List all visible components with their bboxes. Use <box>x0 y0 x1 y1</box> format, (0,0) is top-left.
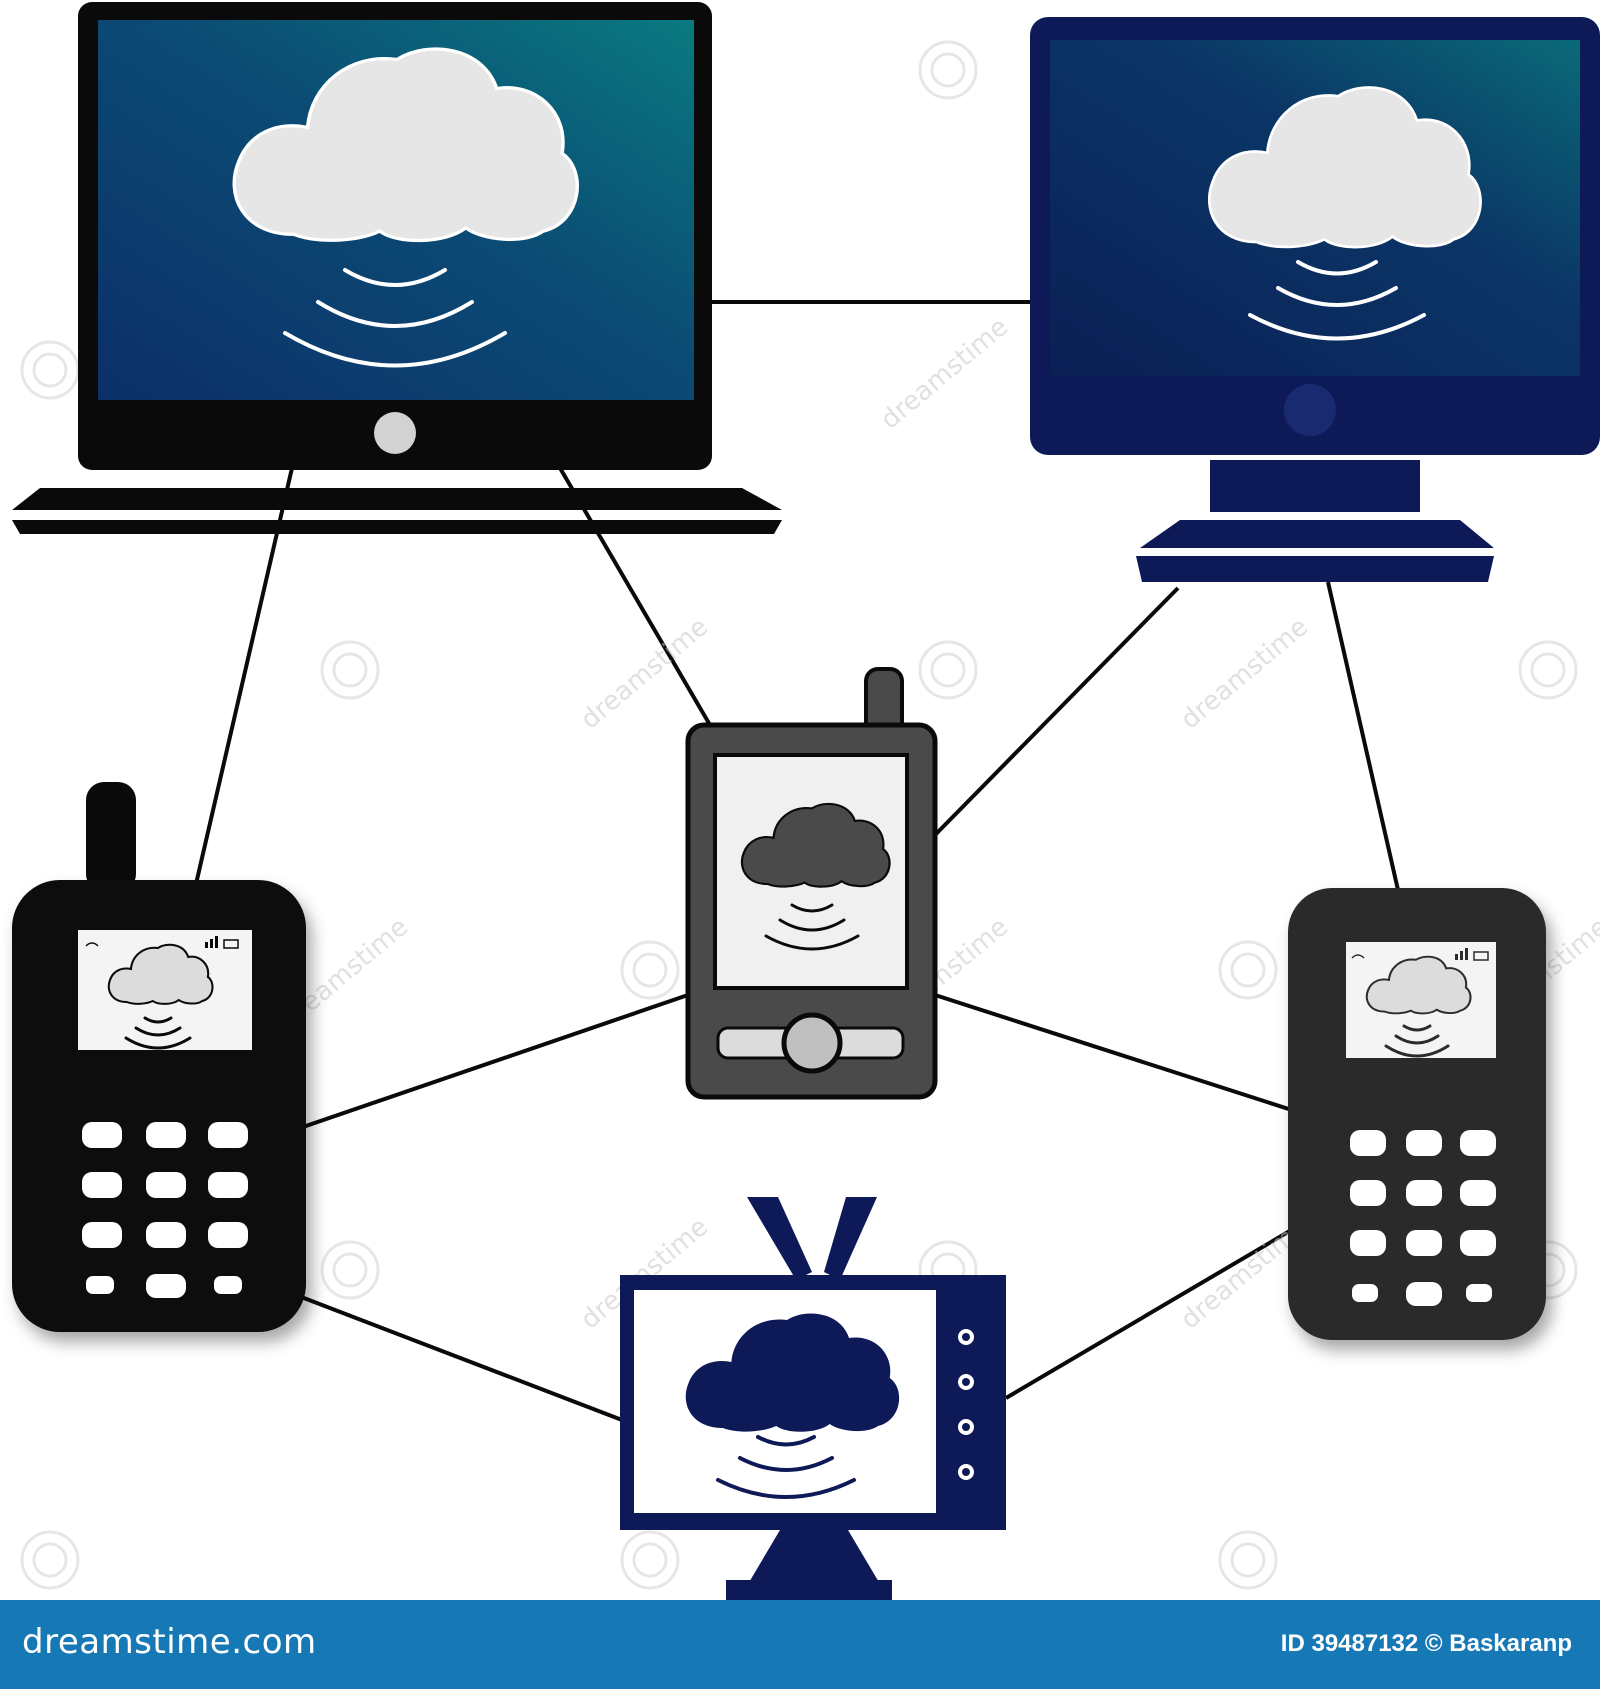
television-icon <box>620 1197 1006 1600</box>
link-smartphone-cellphone-right <box>934 993 1299 1114</box>
wireless-signal-icon <box>1248 260 1426 341</box>
link-smartphone-cellphone-left <box>299 993 689 1130</box>
status-bar <box>1351 948 1489 961</box>
webcam-button <box>374 412 416 454</box>
network-connections <box>194 300 1400 1422</box>
link-laptop-cellphone-left <box>194 467 294 885</box>
wireless-signal-icon <box>124 1016 192 1050</box>
link-cellphone-left-tv <box>295 1293 623 1422</box>
device-network-diagram: dreamstime dreamstime dreamstime dreamst… <box>12 2 1600 1600</box>
wireless-signal-icon <box>764 903 860 951</box>
home-button <box>781 1012 843 1074</box>
cellphone-icon <box>1288 888 1546 1340</box>
wireless-signal-icon <box>283 268 507 368</box>
link-desktop-cellphone-right <box>1326 581 1400 891</box>
link-desktop-smartphone <box>933 586 1180 837</box>
watermark-text: dreamstime <box>1175 612 1314 735</box>
smartphone-icon <box>685 667 938 1100</box>
laptop-icon <box>12 2 782 534</box>
keypad <box>1350 1130 1496 1306</box>
cellphone-icon <box>12 782 306 1332</box>
link-cellphone-right-tv <box>1004 1220 1307 1400</box>
wireless-signal-icon <box>1384 1024 1450 1058</box>
power-button <box>1284 384 1336 436</box>
watermark-text: dreamstime <box>575 612 714 735</box>
image-credit: ID 39487132 © Baskaranp <box>1280 1630 1572 1657</box>
footer-bar: dreamstime.com ID 39487132 © Baskaranp <box>0 1600 1600 1689</box>
wireless-signal-icon <box>716 1435 856 1499</box>
watermark-text: dreamstime <box>875 312 1014 435</box>
brand-logo-text: dreamstime.com <box>22 1622 317 1662</box>
status-bar <box>85 936 239 949</box>
keypad <box>82 1122 248 1298</box>
desktop-monitor-icon <box>1030 17 1600 582</box>
link-laptop-smartphone <box>558 466 712 727</box>
